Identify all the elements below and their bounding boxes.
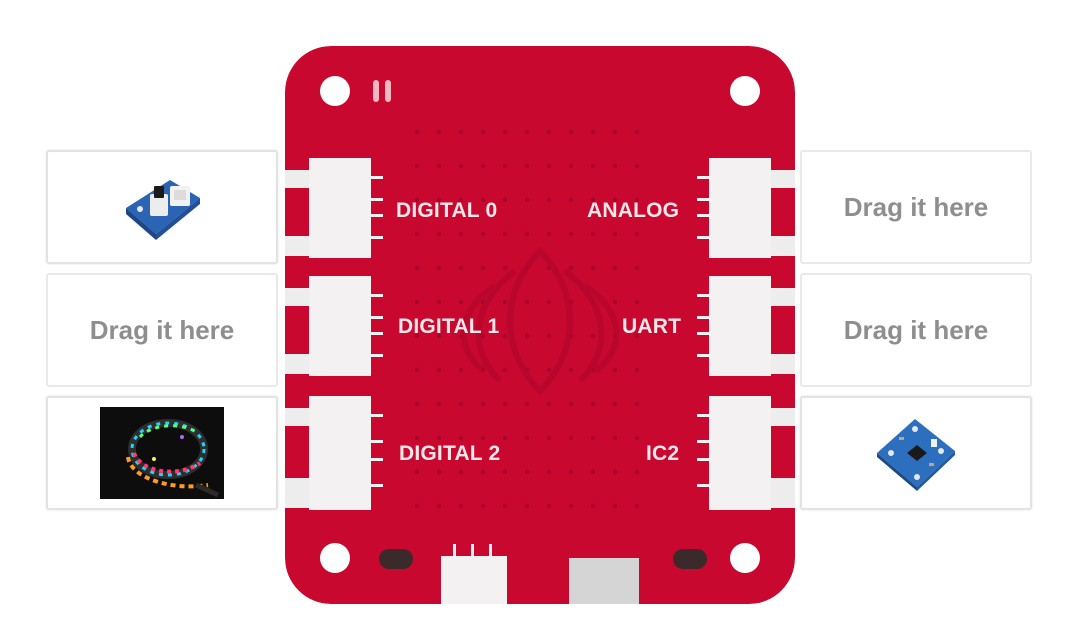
port-label-digital1: DIGITAL 1 xyxy=(398,315,499,339)
button-module-icon[interactable] xyxy=(120,172,204,242)
drop-slot-digital2[interactable] xyxy=(46,396,278,510)
mount-hole xyxy=(730,76,760,106)
drop-slot-digital0[interactable] xyxy=(46,150,278,264)
drop-slot-digital1[interactable]: Drag it here xyxy=(46,273,278,387)
led-strip-icon[interactable] xyxy=(100,407,224,499)
port-label-uart: UART xyxy=(622,315,681,339)
mount-hole xyxy=(730,543,760,573)
wio-board: DIGITAL 0 DIGITAL 1 DIGITAL 2 ANALOG UAR… xyxy=(285,46,795,604)
drag-placeholder: Drag it here xyxy=(90,315,235,346)
drop-slot-uart[interactable]: Drag it here xyxy=(800,273,1032,387)
port-label-digital2: DIGITAL 2 xyxy=(399,442,500,466)
port-label-i2c: IC2 xyxy=(646,442,679,466)
port-label-analog: ANALOG xyxy=(587,199,679,223)
drag-placeholder: Drag it here xyxy=(844,315,989,346)
mount-hole xyxy=(320,543,350,573)
sensor-module-icon[interactable] xyxy=(873,413,959,493)
drop-slot-analog[interactable]: Drag it here xyxy=(800,150,1032,264)
drag-placeholder: Drag it here xyxy=(844,192,989,223)
drop-slot-i2c[interactable] xyxy=(800,396,1032,510)
mount-hole xyxy=(320,76,350,106)
port-label-digital0: DIGITAL 0 xyxy=(396,199,497,223)
